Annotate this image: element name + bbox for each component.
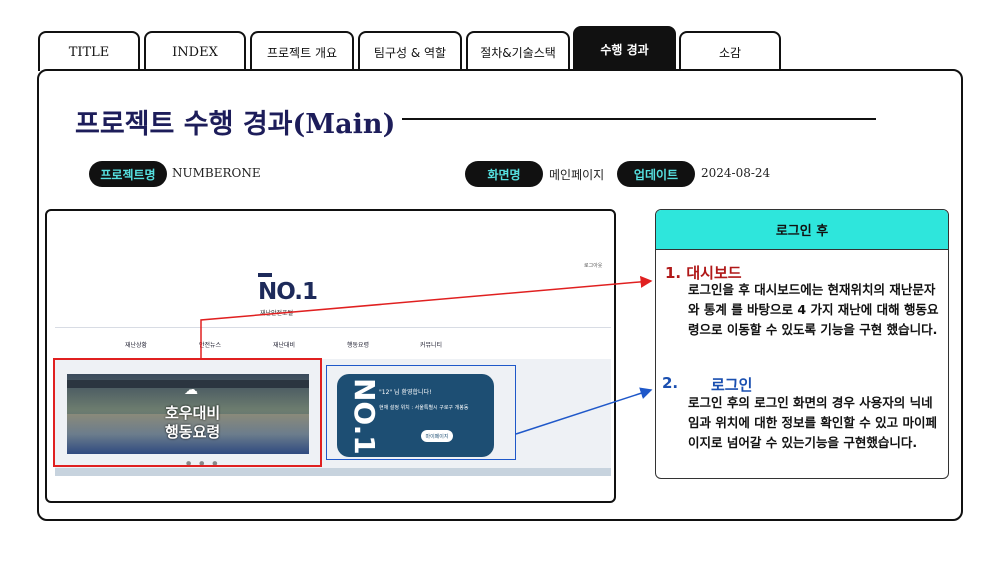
flood-water [67, 414, 309, 454]
slide-caption: 호우대비 행동요령 [165, 404, 220, 442]
location-text: 현재 설정 위치 : 서울특별시 구로구 개봉동 [379, 405, 469, 411]
dashboard-highlight [53, 358, 322, 467]
slide-caption-line1: 호우대비 [165, 404, 221, 422]
update-label: 업데이트 [617, 161, 695, 187]
logo-bar [258, 273, 272, 277]
tab-progress[interactable]: 수행 경과 [573, 26, 676, 71]
tab-project-overview[interactable]: 프로젝트 개요 [250, 31, 354, 71]
nav-item-safety-news[interactable]: 안전뉴스 [199, 342, 222, 349]
footer-bar [55, 468, 611, 476]
slide-pagination[interactable]: ● ● ● [186, 460, 221, 467]
nav-item-disaster-status[interactable]: 재난상황 [125, 342, 148, 349]
nav-divider [55, 327, 611, 328]
screen-name-value: 메인페이지 [549, 168, 605, 182]
tab-team[interactable]: 팀구성 & 역할 [358, 31, 462, 71]
tab-index[interactable]: INDEX [144, 31, 246, 71]
section2-body: 로그인 후의 로그인 화면의 경우 사용자의 닉네임과 위치에 대한 정보를 확… [688, 395, 937, 450]
login-highlight [326, 365, 516, 460]
nav-item-disaster-prep[interactable]: 재난대비 [273, 342, 296, 349]
logout-link[interactable]: 로그아웃 [584, 263, 603, 269]
section2-number: 2. [662, 374, 679, 392]
dashboard-slide[interactable]: ☁ 호우대비 행동요령 [67, 374, 309, 454]
title-divider [402, 118, 876, 120]
login-card: NO.1 "12" 님 환영합니다! 현재 설정 위치 : 서울특별시 구로구 … [337, 374, 494, 457]
section2-title: 로그인 [711, 376, 753, 394]
page-title: 프로젝트 수행 경과(Main) [75, 109, 396, 140]
logo-text: NO.1 [258, 279, 318, 305]
logo-subtitle: 재난안전포털 [260, 310, 294, 317]
screen-name-label: 화면명 [465, 161, 543, 187]
welcome-text: "12" 님 환영합니다! [379, 389, 432, 396]
section1-title: 1. 대시보드 [665, 264, 742, 282]
update-value: 2024-08-24 [701, 166, 771, 180]
section1-body: 로그인을 후 대시보드에는 현재위치의 재난문자와 통계 를 바탕으로 4 가지… [688, 282, 939, 337]
tab-review[interactable]: 소감 [679, 31, 781, 71]
description-panel: 로그인 후 [655, 209, 949, 479]
project-name-value: NUMBERONE [172, 166, 261, 180]
rain-cloud-icon: ☁ [184, 382, 198, 398]
tab-title[interactable]: TITLE [38, 31, 140, 71]
bridge-shape [67, 380, 309, 388]
panel-header: 로그인 후 [656, 210, 948, 250]
tab-procedure-stack[interactable]: 절차&기술스택 [466, 31, 570, 71]
mypage-button[interactable]: 마이페이지 [421, 430, 453, 442]
project-name-label: 프로젝트명 [89, 161, 167, 187]
nav-item-action-guide[interactable]: 행동요령 [347, 342, 370, 349]
slide-caption-line2: 행동요령 [165, 423, 221, 441]
nav-item-community[interactable]: 커뮤니티 [420, 342, 443, 349]
